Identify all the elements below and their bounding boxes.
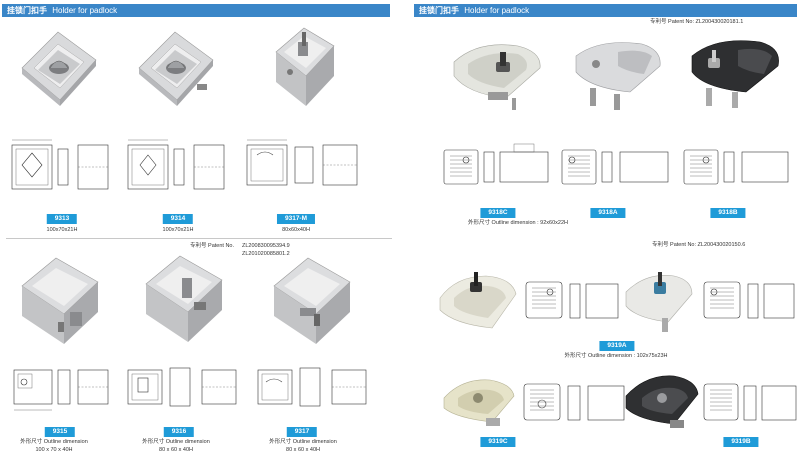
product-code-badge: 9313 (46, 214, 78, 224)
tech-drawing-9319B (703, 383, 797, 421)
product-photo-9315 (21, 257, 99, 344)
outline-dimension-text: 外形尺寸 Outline dimension : 92x60x22H (468, 220, 568, 226)
product-code-badge: 9319C (480, 437, 516, 447)
tech-drawing-9319A-alt (703, 281, 795, 319)
tech-drawing-9318B (683, 149, 789, 185)
product-photo-9317 (273, 257, 351, 344)
left-section-divider (6, 238, 392, 239)
product-code-badge: 9318B (710, 208, 746, 218)
tech-drawing-9315 (13, 369, 109, 411)
product-size: 80 x 60 x 40H (286, 447, 320, 453)
tech-drawing-9318C (443, 143, 549, 185)
tech-drawing-9319C (523, 383, 625, 421)
product-photo-9314 (138, 31, 214, 106)
product-photo-9319C (443, 379, 515, 426)
product-photo-9318C (453, 44, 541, 110)
product-code-badge: 9318A (590, 208, 626, 218)
product-photo-9318A (575, 42, 661, 110)
right-section-header: 挂锁门扣手 Holder for padlock (414, 4, 797, 17)
left-header-cn: 挂锁门扣手 (7, 6, 47, 15)
left-section-header: 挂锁门扣手 Holder for padlock (2, 4, 390, 17)
product-photo-9313 (21, 31, 97, 106)
product-size: 80 x 60 x 40H (159, 447, 193, 453)
product-code-badge: 9319B (723, 437, 759, 447)
product-code-badge: 9317 (286, 427, 318, 437)
outline-dimension-label: 外形尺寸 Outline dimension (269, 439, 337, 445)
tech-drawing-9319A (525, 281, 619, 319)
tech-drawing-9313 (11, 139, 109, 190)
patent-label: 专利号 Patent No. (190, 243, 235, 249)
product-code-badge: 9319A (599, 341, 635, 351)
product-size: 100 x 70 x 40H (35, 447, 73, 453)
left-header-en: Holder for padlock (52, 6, 118, 15)
outline-dimension-label: 外形尺寸 Outline dimension (20, 439, 88, 445)
tech-drawing-9317 (257, 367, 367, 407)
patent-number: 专利号 Patent No: ZL200430020181.1 (650, 19, 744, 25)
patent-number: ZL201020085801.2 (242, 251, 290, 257)
product-photo-9319A (439, 272, 517, 329)
tech-drawing-9318A (561, 149, 669, 185)
patent-number: ZL200830095394.9 (242, 243, 290, 249)
product-size: 100x70x21H (162, 227, 194, 233)
tech-drawing-9316 (127, 367, 237, 407)
product-photo-9319A-open (625, 272, 693, 332)
product-code-badge: 9316 (163, 427, 195, 437)
product-size: 100x70x21H (46, 227, 78, 233)
product-photo-9317-M (275, 27, 335, 106)
product-photo-9316 (145, 255, 223, 342)
tech-drawing-9314 (127, 139, 225, 190)
patent-number: 专利号 Patent No: ZL200430020150.6 (652, 242, 746, 248)
outline-dimension-text: 外形尺寸 Outline dimension : 102x75x23H (564, 353, 668, 359)
product-code-badge: 9317-M (276, 214, 316, 224)
product-photo-9319B (625, 375, 699, 428)
product-code-badge: 9318C (480, 208, 516, 218)
right-header-en: Holder for padlock (464, 6, 530, 15)
product-code-badge: 9314 (162, 214, 194, 224)
outline-dimension-label: 外形尺寸 Outline dimension (142, 439, 210, 445)
product-size: 80x60x40H (282, 227, 310, 233)
product-photo-9318B (691, 40, 779, 108)
right-header-cn: 挂锁门扣手 (419, 6, 459, 15)
tech-drawing-9317-M (246, 139, 358, 186)
product-code-badge: 9315 (44, 427, 76, 437)
